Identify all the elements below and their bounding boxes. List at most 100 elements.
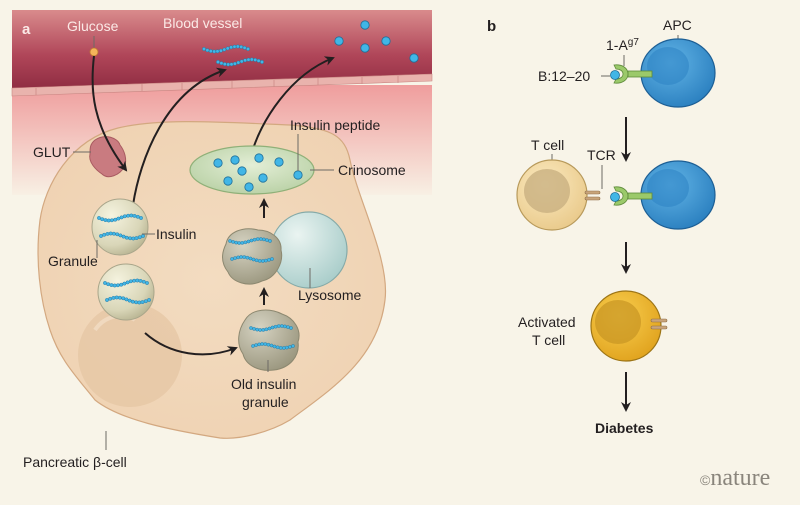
apc-nucleus [647, 47, 689, 85]
insulin-bead [260, 259, 265, 263]
insulin-bead [282, 324, 287, 329]
free-peptide [334, 36, 344, 46]
insulin-bead [127, 298, 132, 303]
insulin-bead [257, 342, 262, 347]
insulin-bead [272, 344, 277, 349]
insulin-bead [139, 216, 143, 220]
insulin-bead [134, 236, 139, 241]
insulin-bead [115, 232, 120, 237]
insulin-bead [212, 49, 217, 54]
insulin-bead [119, 282, 124, 287]
insulin-bead [114, 295, 119, 300]
tcr-receptor [584, 196, 601, 201]
peptide-secretion-arrow [251, 56, 335, 153]
insulin-bead [230, 257, 234, 261]
insulin-bead [231, 240, 235, 244]
insulin-bead [111, 295, 116, 300]
insulin-peptide [274, 157, 284, 167]
insulin-bead [252, 237, 257, 242]
tcr-receptor [650, 325, 668, 330]
activated-t-cell-label-line1: Activated [518, 314, 576, 330]
mhc-label-text: 1-A [606, 37, 628, 53]
insulin-bead [249, 326, 253, 330]
insulin-bead [215, 49, 220, 54]
nucleus [78, 303, 182, 407]
tcr-receptor [650, 318, 668, 323]
insulin-bead [264, 327, 269, 332]
insulin-bead [242, 255, 247, 259]
old-granule-insulin-chains [228, 237, 295, 350]
insulin-bead [236, 255, 240, 260]
insulin-bead [257, 259, 262, 263]
insulin-bead [138, 278, 143, 283]
nature-logo: nature [710, 465, 770, 491]
insulin-bead [100, 217, 105, 222]
insulin-bead [119, 215, 124, 220]
insulin-bead [254, 258, 259, 263]
insulin-peptide [254, 153, 264, 163]
glucose-uptake-arrow [91, 55, 128, 172]
panel-b: b APC B:12–20 1-Ag7 T cell TCR [487, 17, 770, 491]
insulin-bead [121, 296, 126, 301]
insulin-bead [109, 283, 114, 287]
insulin-peptide [244, 182, 254, 192]
insulin-bead [242, 45, 247, 50]
insulin-bead [249, 238, 254, 243]
insulin-bead [281, 346, 286, 350]
insulin-bead [284, 345, 289, 350]
insulin-peptide [258, 173, 268, 183]
insulin-bead [273, 324, 278, 329]
insulin-bead [240, 241, 245, 245]
mhc-label-superscript: g7 [628, 37, 640, 48]
panel-a-label: a [22, 21, 31, 38]
insulin-bead [248, 256, 253, 261]
old-insulin-granule [238, 309, 300, 371]
insulin-bead [219, 61, 224, 66]
insulin-bead [216, 60, 220, 64]
peptide-b12-20 [610, 192, 620, 202]
insulin-bead [128, 279, 133, 284]
free-peptide [409, 53, 419, 63]
insulin-bead [251, 257, 256, 262]
insulin-bead [147, 298, 151, 302]
insulin-bead [288, 345, 292, 349]
granule-aging-arrow [144, 332, 238, 356]
glucose-label: Glucose [67, 18, 119, 34]
insulin-bead [245, 255, 250, 260]
insulin-bead [255, 327, 260, 332]
insulin-granule [97, 263, 155, 321]
insulin-bead [228, 239, 232, 243]
insulin-bead [137, 300, 142, 305]
insulin-bead [263, 258, 268, 263]
insulin-bead [270, 325, 275, 330]
apc-label: APC [663, 17, 692, 33]
t-cell-label: T cell [531, 137, 564, 153]
insulin-bead [286, 325, 290, 329]
insulin-bead [208, 49, 213, 53]
insulin-bead [124, 297, 129, 302]
insulin-peptide-label: Insulin peptide [290, 117, 381, 133]
tcr-receptor [584, 190, 601, 195]
insulin-bead [121, 234, 126, 239]
insulin-bead [108, 296, 113, 301]
insulin-bead [113, 217, 118, 222]
insulin-bead [124, 235, 129, 240]
insulin-granule [91, 198, 149, 256]
insulin-bead [103, 281, 107, 285]
insulin-bead [268, 239, 272, 243]
mhc-stalk [627, 70, 653, 78]
old-granule-label-line2: granule [242, 394, 289, 410]
activated-t-cell-label-line2: T cell [532, 332, 565, 348]
insulin-bead [225, 46, 230, 51]
insulin-bead [251, 344, 255, 348]
insulin-bead [105, 298, 109, 302]
insulin-bead [202, 47, 206, 51]
secreted-insulin-peptides [334, 20, 419, 63]
free-peptide [381, 36, 391, 46]
insulin-bead [249, 57, 254, 62]
insulin-bead [131, 236, 136, 241]
insulin-bead [229, 62, 234, 67]
crinosome-peptides [213, 153, 303, 192]
insulin-bead [132, 278, 137, 283]
insulin-bead [255, 237, 260, 241]
